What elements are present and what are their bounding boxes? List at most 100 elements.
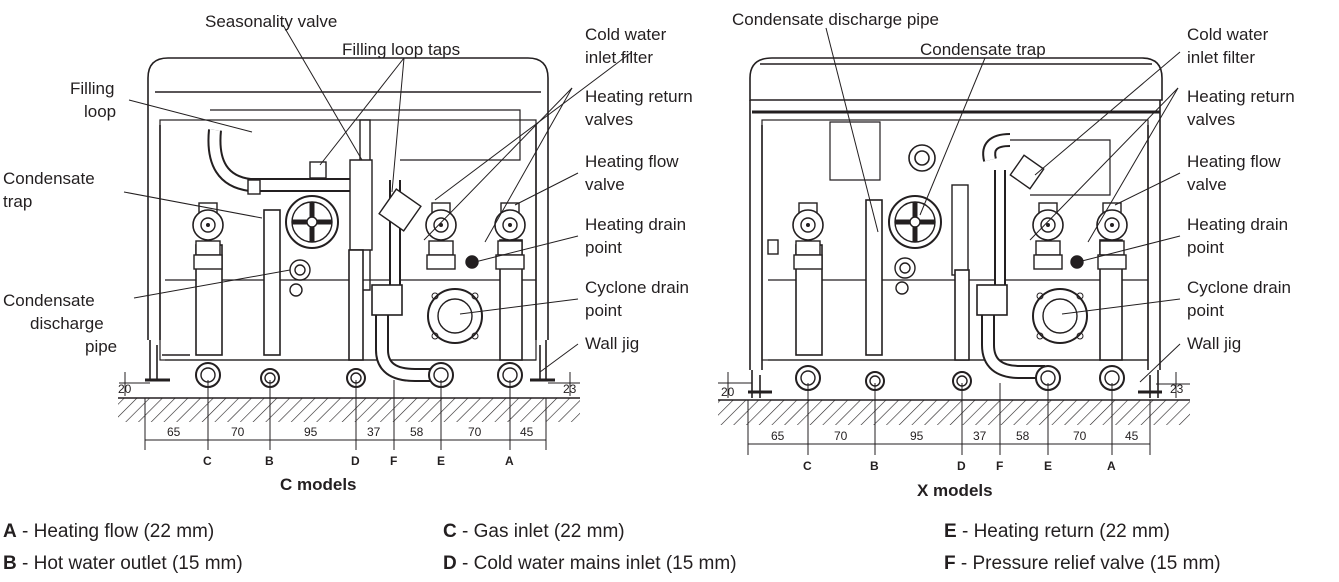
label-seasonality-valve: Seasonality valve <box>205 12 337 31</box>
label-cond-discharge-l3: pipe <box>85 337 117 356</box>
dim-x-70b: 70 <box>1073 429 1087 443</box>
label-x-cold-water-filter-l1: Cold water <box>1187 25 1269 44</box>
label-condensate-trap: Condensate trap <box>920 40 1046 59</box>
label-heating-drain-l1: Heating drain <box>585 215 686 234</box>
conn-d-left: D <box>351 454 360 468</box>
legend-text-b: Hot water outlet (15 mm) <box>33 553 243 574</box>
x-models-title: X models <box>917 481 993 500</box>
label-filling-loop-l1: Filling <box>70 79 114 98</box>
dim-c-95: 95 <box>304 425 318 439</box>
legend-key-c: C <box>443 521 457 542</box>
dim-x-95: 95 <box>910 429 924 443</box>
conn-b-left: B <box>265 454 274 468</box>
label-x-heating-flow-l1: Heating flow <box>1187 152 1281 171</box>
legend-sep-a: - <box>16 521 34 542</box>
conn-f-right: F <box>996 459 1003 473</box>
label-heating-drain-l2: point <box>585 238 622 257</box>
label-cold-water-filter-l1: Cold water <box>585 25 667 44</box>
label-x-heating-flow-l2: valve <box>1187 175 1227 194</box>
x-floor-hatch <box>718 400 1190 425</box>
label-x-heating-drain-l2: point <box>1187 238 1224 257</box>
dim-c-70a: 70 <box>231 425 245 439</box>
label-x-cyclone-drain-l2: point <box>1187 301 1224 320</box>
dim-c-height-23: 23 <box>563 382 577 396</box>
dim-x-height-20: 20 <box>721 385 735 399</box>
legend-text-e: Heating return (22 mm) <box>973 521 1170 542</box>
legend-item-f: F - Pressure relief valve (15 mm) <box>944 553 1221 575</box>
legend-sep-e: - <box>956 521 974 542</box>
legend-sep-d: - <box>456 553 474 574</box>
label-x-heating-drain-l1: Heating drain <box>1187 215 1288 234</box>
dim-x-70a: 70 <box>834 429 848 443</box>
label-wall-jig: Wall jig <box>585 334 639 353</box>
legend-key-f: F <box>944 553 956 574</box>
legend-item-b: B - Hot water outlet (15 mm) <box>3 553 243 575</box>
legend-key-b: B <box>3 553 17 574</box>
label-x-cyclone-drain-l1: Cyclone drain <box>1187 278 1291 297</box>
label-condensate-trap-l2: trap <box>3 192 32 211</box>
label-cond-discharge-l2: discharge <box>30 314 104 333</box>
label-cond-discharge-l1: Condensate <box>3 291 95 310</box>
dim-x-37: 37 <box>973 429 987 443</box>
conn-b-right: B <box>870 459 879 473</box>
x-heating-flow-valve <box>1096 202 1128 270</box>
label-cyclone-drain-l2: point <box>585 301 622 320</box>
conn-e-right: E <box>1044 459 1052 473</box>
x-gas-valve <box>792 202 824 270</box>
x-cyclone-filter <box>1032 288 1088 344</box>
dim-x-65: 65 <box>771 429 785 443</box>
legend-item-a: A - Heating flow (22 mm) <box>3 521 214 543</box>
x-heating-return-valve <box>1032 202 1064 270</box>
conn-e-left: E <box>437 454 445 468</box>
c-model-drawing <box>145 57 555 382</box>
label-filling-loop-l2: loop <box>84 102 116 121</box>
legend-item-c: C - Gas inlet (22 mm) <box>443 521 625 543</box>
conn-a-right: A <box>1107 459 1116 473</box>
dim-c-58: 58 <box>410 425 424 439</box>
dim-x-45: 45 <box>1125 429 1139 443</box>
label-x-cold-water-filter-l2: inlet filter <box>1187 48 1255 67</box>
dim-c-45: 45 <box>520 425 534 439</box>
legend-key-a: A <box>3 521 17 542</box>
conn-c-left: C <box>203 454 212 468</box>
legend-key-e: E <box>944 521 957 542</box>
legend-key-d: D <box>443 553 457 574</box>
label-filling-loop-taps: Filling loop taps <box>342 40 460 59</box>
label-condensate-trap-l1: Condensate <box>3 169 95 188</box>
c-heating-flow-valve <box>494 202 526 270</box>
legend-text-d: Cold water mains inlet (15 mm) <box>473 553 737 574</box>
conn-a-left: A <box>505 454 514 468</box>
legend-sep-c: - <box>456 521 474 542</box>
c-heating-return-valve <box>425 202 457 270</box>
c-condensate-trap-wheel <box>286 196 338 248</box>
c-models-title: C models <box>280 475 357 494</box>
conn-f-left: F <box>390 454 397 468</box>
dim-c-65: 65 <box>167 425 181 439</box>
x-condensate-trap-wheel <box>889 196 941 248</box>
label-heating-flow-l2: valve <box>585 175 625 194</box>
label-x-heating-return-l1: Heating return <box>1187 87 1295 106</box>
c-cyclone-filter <box>427 288 483 344</box>
label-heating-return-l2: valves <box>585 110 633 129</box>
label-x-wall-jig: Wall jig <box>1187 334 1241 353</box>
label-heating-flow-l1: Heating flow <box>585 152 679 171</box>
dim-c-37: 37 <box>367 425 381 439</box>
legend-sep-b: - <box>16 553 34 574</box>
legend-text-a: Heating flow (22 mm) <box>33 521 215 542</box>
legend-sep-f: - <box>955 553 973 574</box>
c-gas-valve <box>192 202 224 270</box>
label-heating-return-l1: Heating return <box>585 87 693 106</box>
dim-x-height-23: 23 <box>1170 382 1184 396</box>
dim-c-70b: 70 <box>468 425 482 439</box>
conn-d-right: D <box>957 459 966 473</box>
label-x-heating-return-l2: valves <box>1187 110 1235 129</box>
conn-c-right: C <box>803 459 812 473</box>
label-condensate-discharge-pipe: Condensate discharge pipe <box>732 10 939 29</box>
dim-x-58: 58 <box>1016 429 1030 443</box>
legend-text-c: Gas inlet (22 mm) <box>473 521 625 542</box>
c-floor-hatch <box>118 398 580 422</box>
label-cold-water-filter-l2: inlet filter <box>585 48 653 67</box>
legend-text-f: Pressure relief valve (15 mm) <box>972 553 1221 574</box>
dim-c-height-20: 20 <box>118 382 132 396</box>
